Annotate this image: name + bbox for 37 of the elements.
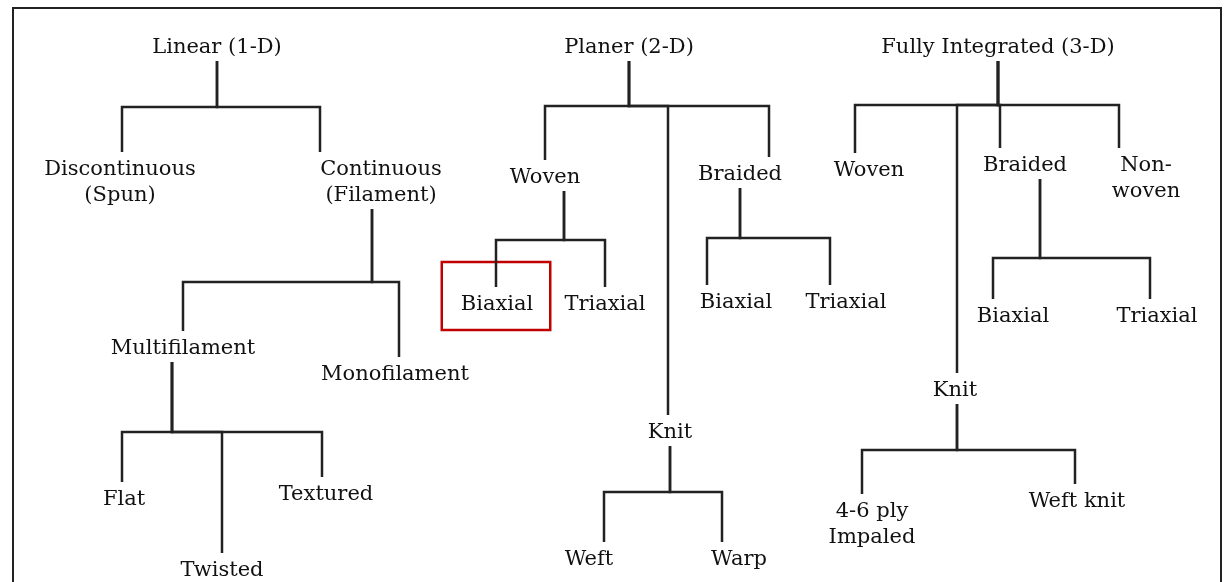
category-label: Triaxial <box>805 288 887 314</box>
category-label: 4-6 ply Impaled <box>817 497 927 549</box>
tree-connector <box>562 191 607 287</box>
category-label: Knit <box>647 418 693 444</box>
tree-connector <box>668 446 724 542</box>
tree-connector <box>627 61 771 157</box>
category-label: Flat <box>102 485 146 511</box>
category-label: Triaxial <box>1116 302 1198 328</box>
category-label: Biaxial <box>460 290 534 316</box>
category-label: Planer (2-D) <box>564 33 694 59</box>
category-label: Braided <box>698 160 782 186</box>
tree-connector <box>1038 179 1152 299</box>
tree-connector <box>370 209 401 357</box>
category-label: Continuous (Filament) <box>296 155 466 207</box>
category-label: Non-woven <box>1106 151 1186 203</box>
category-label: Multifilament <box>110 334 256 360</box>
category-label: Weft knit <box>1028 487 1126 513</box>
category-label: Braided <box>983 151 1067 177</box>
category-label: Warp <box>711 545 767 571</box>
tree-connector <box>215 61 322 152</box>
category-label: Twisted <box>180 556 264 582</box>
category-label: Biaxial <box>699 288 773 314</box>
category-label: Woven <box>833 156 905 182</box>
category-label: Textured <box>278 480 374 506</box>
category-label: Monofilament <box>321 360 469 386</box>
tree-connector <box>996 61 1121 148</box>
category-label: Fully Integrated (3-D) <box>881 33 1115 59</box>
category-label: Biaxial <box>976 302 1050 328</box>
category-label: Weft <box>564 545 614 571</box>
category-label: Linear (1-D) <box>152 33 282 59</box>
tree-connector <box>955 404 1077 484</box>
category-label: Knit <box>932 376 978 402</box>
category-label: Triaxial <box>564 290 646 316</box>
tree-connector <box>170 362 324 477</box>
category-label: Woven <box>509 163 581 189</box>
category-label: Discontinuous (Spun) <box>20 155 220 207</box>
tree-connector <box>738 188 832 285</box>
